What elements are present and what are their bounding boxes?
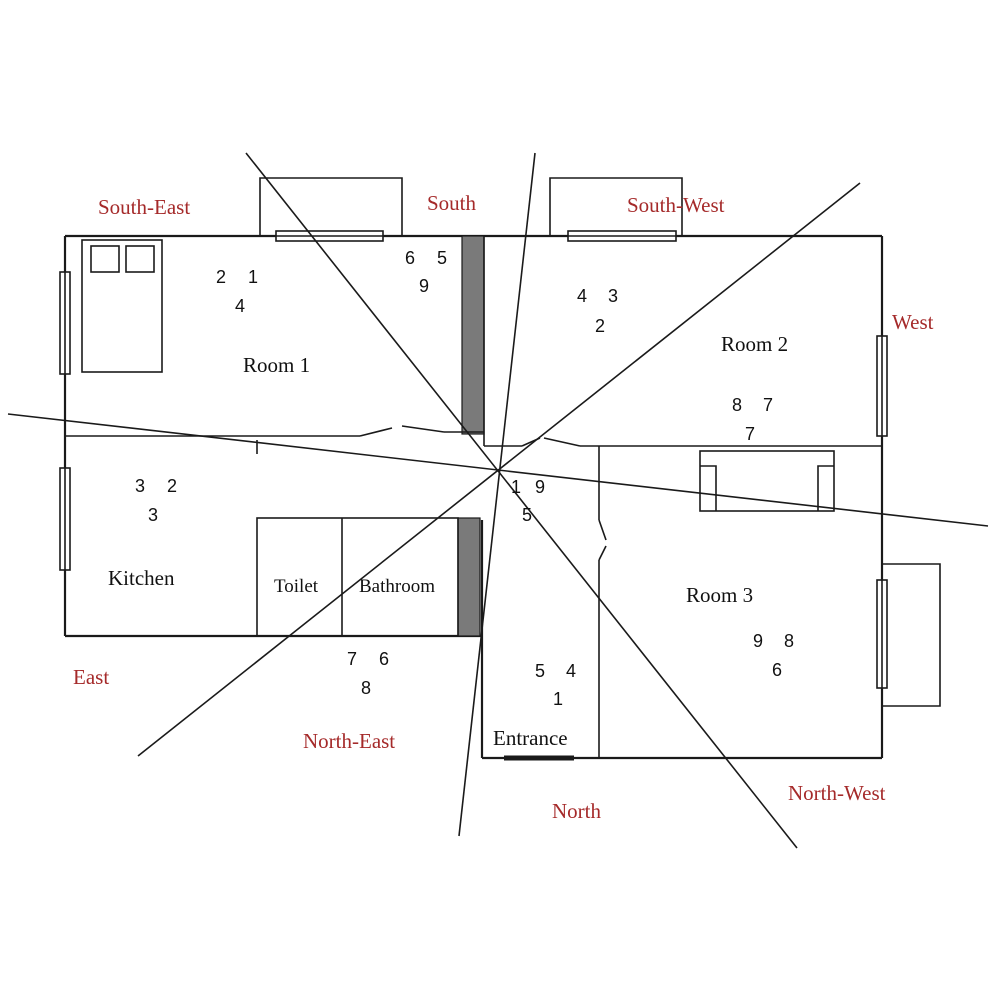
label-north-east: North-East bbox=[303, 729, 395, 753]
numbers-room2-bottom: 8 7 7 bbox=[732, 395, 773, 444]
room2-label: Room 2 bbox=[721, 332, 788, 356]
ray-s-n bbox=[458, 152, 536, 837]
label-east: East bbox=[73, 665, 109, 689]
number: 3 bbox=[148, 505, 158, 525]
number: 7 bbox=[347, 649, 357, 669]
balconies bbox=[259, 177, 941, 707]
number: 1 bbox=[511, 477, 521, 497]
numbers-room1-left: 2 1 4 bbox=[216, 267, 258, 316]
direction-labels: South-East South South-West West North-W… bbox=[73, 191, 934, 823]
numbers-bathroom-below: 7 6 8 bbox=[347, 649, 389, 698]
number: 5 bbox=[535, 661, 545, 681]
number: 2 bbox=[167, 476, 177, 496]
number: 9 bbox=[535, 477, 545, 497]
pillow-right bbox=[125, 245, 155, 273]
label-south: South bbox=[427, 191, 477, 215]
number: 3 bbox=[135, 476, 145, 496]
balcony-south bbox=[259, 177, 403, 236]
number: 5 bbox=[522, 505, 532, 525]
number: 4 bbox=[235, 296, 245, 316]
number-groups: 2 1 4 6 5 9 4 3 2 8 7 7 3 2 3 1 9 5 bbox=[135, 248, 794, 709]
label-south-west: South-West bbox=[627, 193, 725, 217]
direction-lines bbox=[7, 152, 989, 849]
solid-wall-bathroom bbox=[457, 517, 481, 637]
label-west: West bbox=[892, 310, 934, 334]
number: 6 bbox=[772, 660, 782, 680]
label-north-west: North-West bbox=[788, 781, 886, 805]
number: 4 bbox=[566, 661, 576, 681]
solid-wall-room1 bbox=[461, 235, 485, 435]
kitchen-label: Kitchen bbox=[108, 566, 175, 590]
toilet-label: Toilet bbox=[274, 576, 319, 597]
label-north: North bbox=[552, 799, 601, 823]
ray-w-e bbox=[7, 413, 989, 527]
balcony-west bbox=[882, 563, 941, 707]
bathroom-label: Bathroom bbox=[359, 576, 435, 597]
number: 1 bbox=[553, 689, 563, 709]
number: 5 bbox=[437, 248, 447, 268]
numbers-entrance: 5 4 1 bbox=[535, 661, 576, 709]
numbers-center: 1 9 5 bbox=[511, 477, 545, 525]
number: 9 bbox=[419, 276, 429, 296]
number: 8 bbox=[361, 678, 371, 698]
label-south-east: South-East bbox=[98, 195, 190, 219]
toilet-bathroom-block bbox=[256, 517, 459, 637]
number: 9 bbox=[753, 631, 763, 651]
number: 2 bbox=[595, 316, 605, 336]
number: 4 bbox=[577, 286, 587, 306]
room1-label: Room 1 bbox=[243, 353, 310, 377]
room-labels: Room 1 Room 2 Room 3 Kitchen Toilet Bath… bbox=[108, 332, 788, 750]
numbers-kitchen: 3 2 3 bbox=[135, 476, 177, 525]
windows bbox=[59, 230, 888, 689]
ray-se-nw bbox=[245, 152, 798, 849]
number: 3 bbox=[608, 286, 618, 306]
number: 6 bbox=[379, 649, 389, 669]
number: 2 bbox=[216, 267, 226, 287]
pillow-left bbox=[90, 245, 120, 273]
number: 1 bbox=[248, 267, 258, 287]
room3-label: Room 3 bbox=[686, 583, 753, 607]
number: 8 bbox=[732, 395, 742, 415]
sofa bbox=[699, 450, 835, 512]
number: 7 bbox=[745, 424, 755, 444]
number: 7 bbox=[763, 395, 773, 415]
bed bbox=[81, 239, 163, 373]
sofa-frame bbox=[699, 450, 835, 512]
numbers-room3: 9 8 6 bbox=[753, 631, 794, 680]
entrance-label: Entrance bbox=[493, 726, 568, 750]
number: 6 bbox=[405, 248, 415, 268]
numbers-room2-top: 4 3 2 bbox=[577, 286, 618, 336]
balcony-south-west bbox=[549, 177, 683, 236]
numbers-room1-right: 6 5 9 bbox=[405, 248, 447, 296]
bed-frame bbox=[81, 239, 163, 373]
number: 8 bbox=[784, 631, 794, 651]
